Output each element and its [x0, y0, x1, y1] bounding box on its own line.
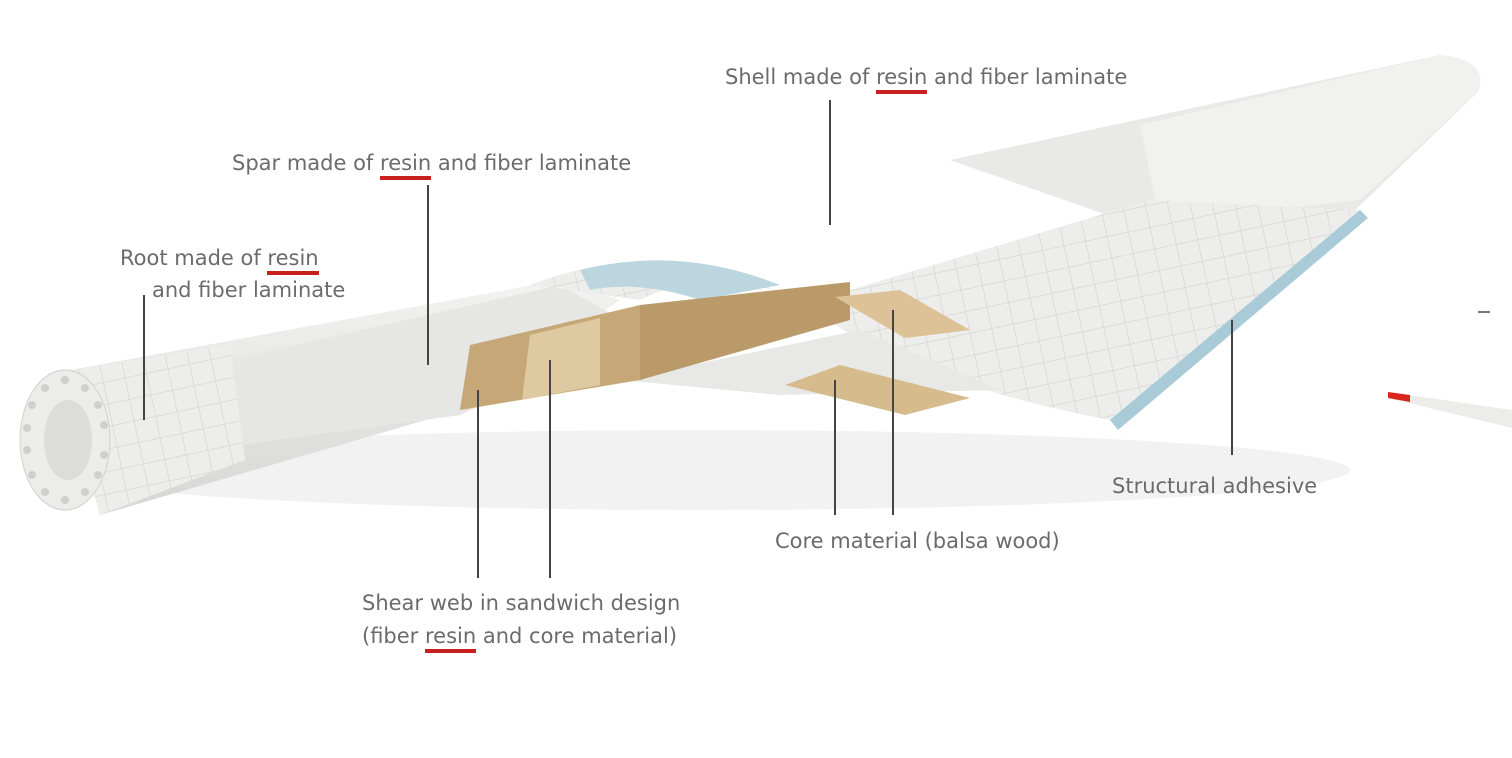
shear-web-rear	[640, 282, 850, 380]
root-label-text: Root made of	[120, 246, 268, 270]
core-label: Core material (balsa wood)	[775, 529, 1060, 553]
resin-highlight: resin	[424, 624, 477, 653]
root-laminate	[60, 345, 245, 515]
root-bore	[44, 400, 92, 480]
structural-adhesive-edge	[1110, 210, 1368, 430]
spar-label-text: Spar made of	[232, 151, 381, 175]
spar-cavity	[230, 285, 640, 445]
spar-label-text-end: and fiber laminate	[431, 151, 632, 175]
shear-label-line1: Shear web in sandwich design	[362, 591, 681, 615]
root-label-line2: and fiber laminate	[152, 278, 346, 302]
shell-label-text: Shell made of	[725, 65, 877, 89]
inner-laminate	[620, 330, 1000, 395]
shear-label-text: (fiber	[362, 624, 425, 648]
shadow	[50, 430, 1350, 510]
shear-web-core	[522, 318, 600, 400]
adhesive-label: Structural adhesive	[1112, 474, 1318, 498]
shell-label-text-end: and fiber laminate	[927, 65, 1128, 89]
shell-laminate	[530, 200, 1360, 420]
root-bolt-holes	[23, 376, 108, 504]
inset-blade	[1388, 392, 1512, 428]
resin-highlight: resin	[876, 65, 928, 94]
leader-lines	[143, 100, 1233, 578]
shear-label-line2: (fiber resin and core material)	[362, 623, 678, 653]
resin-highlight: resin	[267, 246, 319, 275]
balsa-core-upper	[835, 290, 970, 338]
root-label: Root made of resin	[120, 245, 319, 275]
blade-tip-shell	[1140, 55, 1481, 222]
spar-label: Spar made of resin and fiber laminate	[232, 150, 632, 180]
shell-label: Shell made of resin and fiber laminate	[725, 64, 1128, 94]
spar-cap	[580, 260, 780, 300]
balsa-core-lower	[785, 365, 970, 415]
shear-label-text-end: and core material)	[476, 624, 678, 648]
resin-highlight: resin	[380, 151, 432, 180]
inset-blade-red-tip	[1388, 392, 1410, 402]
